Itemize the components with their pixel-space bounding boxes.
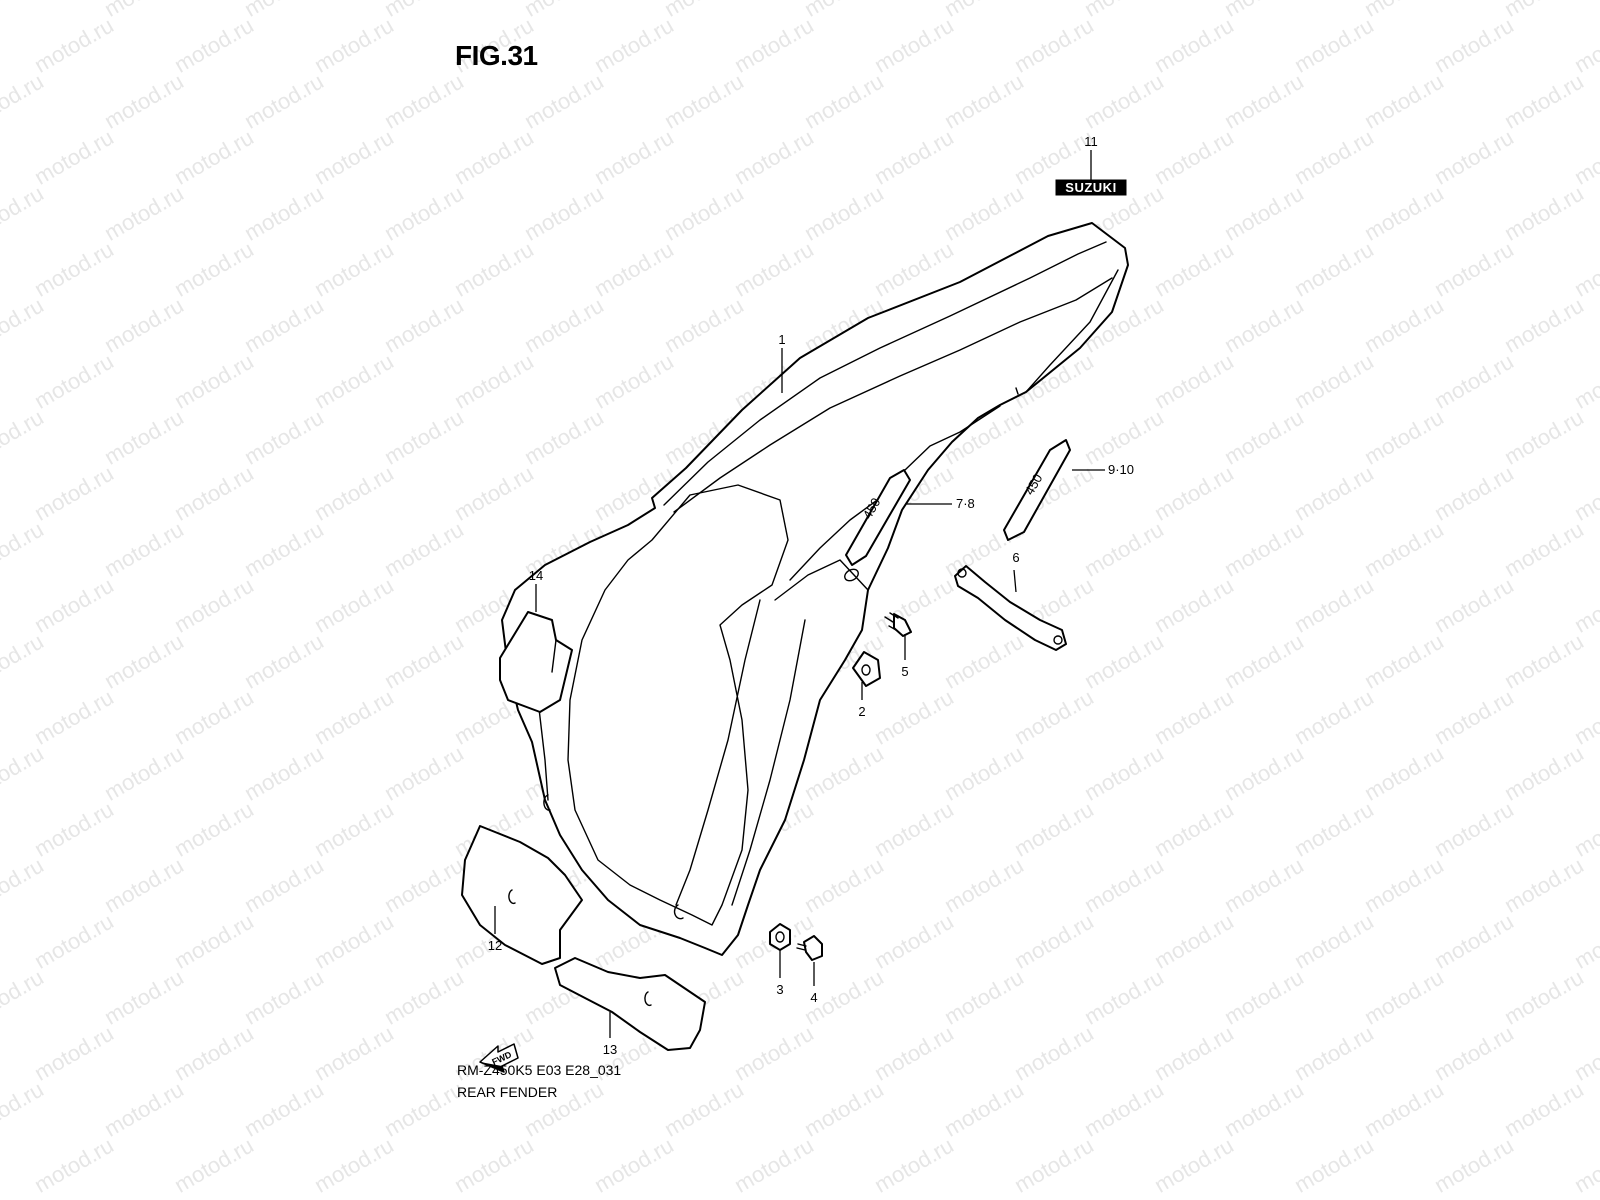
callout-4: 4 xyxy=(810,990,817,1005)
rear-fender-part-1 xyxy=(501,222,1129,956)
bolt-part-5 xyxy=(884,612,912,637)
section-name: REAR FENDER xyxy=(457,1084,558,1100)
nut-part-2 xyxy=(852,651,881,687)
callout-6: 6 xyxy=(1012,550,1019,565)
callout-1: 1 xyxy=(778,332,785,347)
flap-part-13 xyxy=(554,957,706,1051)
suzuki-badge-text: SUZUKI xyxy=(1065,180,1116,195)
number-decal-part-9-10: 450 xyxy=(1003,439,1071,541)
number-decal-part-7-8: 450 xyxy=(845,469,911,566)
callout-14: 14 xyxy=(529,568,543,583)
callout-9-10: 9·10 xyxy=(1108,462,1134,477)
callout-3: 3 xyxy=(776,982,783,997)
bolt-part-4 xyxy=(796,935,823,961)
callout-labels: 1 2 3 4 5 6 7·8 9·10 11 12 13 14 xyxy=(488,134,1134,1057)
nut-part-3 xyxy=(769,923,791,951)
callout-2: 2 xyxy=(858,704,865,719)
suzuki-badge-part-11: SUZUKI xyxy=(1055,179,1127,196)
flap-part-12 xyxy=(461,825,583,965)
stay-part-6 xyxy=(954,565,1067,651)
callout-12: 12 xyxy=(488,938,502,953)
figure-title: FIG.31 xyxy=(455,40,538,71)
leader-lines xyxy=(494,150,1105,1038)
pad-part-14 xyxy=(499,611,573,713)
callout-7-8: 7·8 xyxy=(956,496,975,511)
callout-11: 11 xyxy=(1084,134,1098,149)
diagram-code: RM-Z450K5 E03 E28_031 xyxy=(457,1062,622,1078)
forward-arrow-icon: FWD xyxy=(479,1043,519,1073)
callout-5: 5 xyxy=(901,664,908,679)
callout-13: 13 xyxy=(603,1042,617,1057)
